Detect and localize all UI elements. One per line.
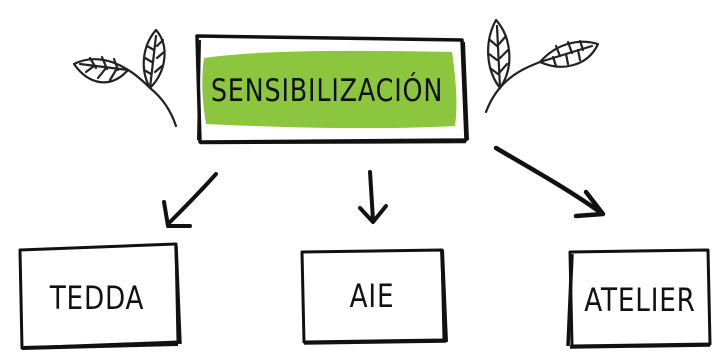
main-node-highlight	[202, 50, 457, 129]
node-aie-label: AIE	[349, 277, 395, 315]
arrow-to-aie	[358, 170, 388, 224]
leaf-left-icon	[72, 28, 178, 128]
leaf-right-icon	[484, 18, 600, 114]
node-atelier-label: ATELIER	[584, 281, 696, 319]
node-aie	[300, 248, 448, 345]
node-tedda	[18, 242, 182, 350]
arrow-to-tedda	[162, 172, 218, 228]
node-tedda-label: TEDDA	[49, 278, 145, 317]
main-node	[195, 34, 469, 145]
arrow-to-atelier	[493, 145, 606, 219]
node-atelier	[566, 248, 712, 349]
main-node-label: SENSIBILIZACIÓN	[210, 73, 444, 109]
